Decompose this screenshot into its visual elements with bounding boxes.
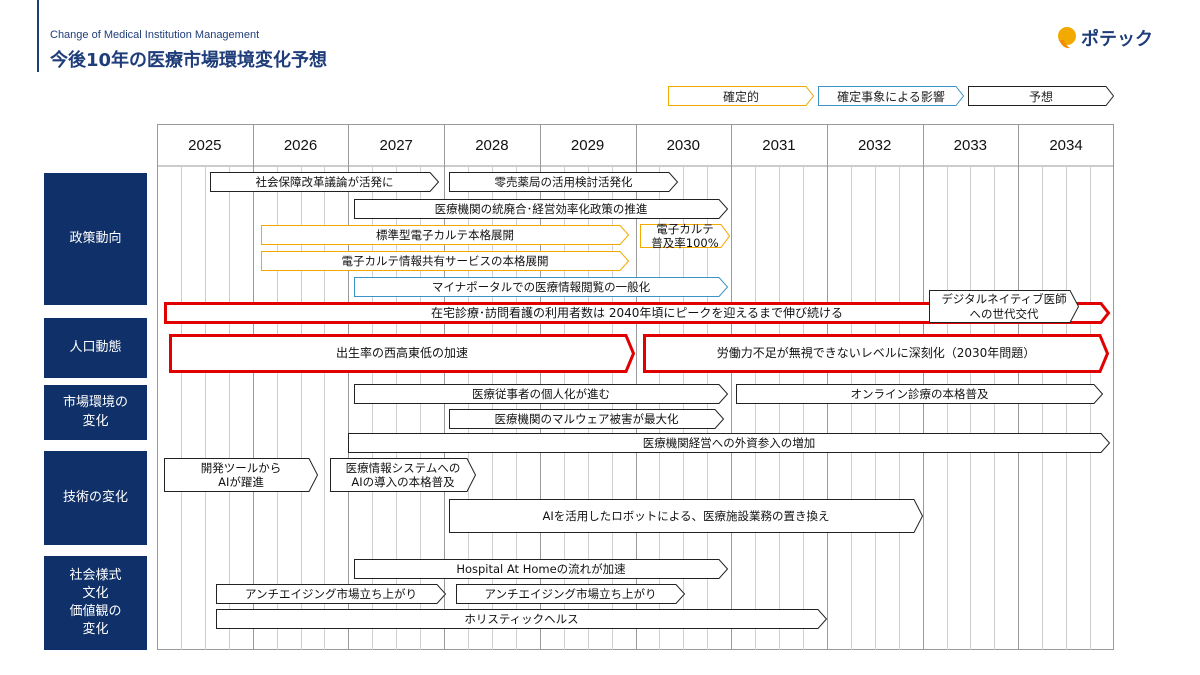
bar-holistic-health: ホリスティックヘルス xyxy=(216,609,828,629)
year-2027: 2027 xyxy=(379,136,413,154)
year-2031: 2031 xyxy=(762,136,796,154)
logo-text: ポテック xyxy=(1081,29,1153,50)
year-2026: 2026 xyxy=(283,136,318,154)
bar-birthrate: 出生率の西高東低の加速 xyxy=(169,334,636,373)
bar-online-care: オンライン診療の本格普及 xyxy=(736,384,1104,404)
category-society: 社会様式 文化 価値観の 変化 xyxy=(44,556,147,650)
bar-foreign-capital: 医療機関経営への外資参入の増加 xyxy=(348,433,1111,453)
bar-ai-dev-tools: 開発ツールから AIが躍進 xyxy=(164,458,319,492)
bar-ehr-adoption: 電子カルテ 普及率100% xyxy=(640,222,731,250)
accent-line xyxy=(37,0,39,72)
category-policy: 政策動向 xyxy=(44,173,147,305)
page-title: 今後10年の医療市場環境変化予想 xyxy=(50,50,328,71)
grid-border xyxy=(157,124,1114,650)
bar-labor-shortage: 労働力不足が無視できないレベルに深刻化（2030年問題） xyxy=(643,334,1110,373)
bar-social-security: 社会保障改革議論が活発に xyxy=(210,172,440,192)
bar-hospital-at-home: Hospital At Homeの流れが加速 xyxy=(354,559,729,579)
year-2032: 2032 xyxy=(857,136,892,154)
year-2033: 2033 xyxy=(953,136,988,154)
bar-malware: 医療機関のマルウェア被害が最大化 xyxy=(449,409,725,429)
bar-anti-aging-1: アンチエイジング市場立ち上がり xyxy=(216,584,447,604)
year-2029: 2029 xyxy=(570,136,605,154)
bar-mynaportal: マイナポータルでの医療情報閲覧の一般化 xyxy=(354,277,729,297)
bar-ai-medical-systems: 医療情報システムへの AIの導入の本格普及 xyxy=(330,458,477,492)
bar-otc-pharmacy: 零売薬局の活用検討活発化 xyxy=(449,172,679,192)
legend-certain-label: 確定的 xyxy=(722,89,759,104)
legend-forecast-label: 予想 xyxy=(1028,89,1053,104)
year-2025: 2025 xyxy=(188,136,222,154)
category-market: 市場環境の 変化 xyxy=(44,385,147,440)
logo-drop-icon xyxy=(1058,27,1076,49)
year-header: 2025 2026 2027 2028 2029 2030 2031 2032 … xyxy=(157,124,1114,166)
logo: ポテック xyxy=(1056,24,1153,52)
bar-digital-native-doctors: デジタルネイティブ医師 への世代交代 xyxy=(929,290,1080,323)
legend-influence-label: 確定事象による影響 xyxy=(837,89,945,104)
category-technology: 技術の変化 xyxy=(44,451,147,545)
bar-ehr-sharing: 電子カルテ情報共有サービスの本格展開 xyxy=(261,251,630,271)
bar-standard-ehr: 標準型電子カルテ本格展開 xyxy=(261,225,630,245)
bar-hospital-consolidation: 医療機関の統廃合･経営効率化政策の推進 xyxy=(354,199,729,219)
page-subtitle: Change of Medical Institution Management xyxy=(50,29,260,41)
bar-anti-aging-2: アンチエイジング市場立ち上がり xyxy=(456,584,686,604)
legend-certain: 確定的 xyxy=(668,86,815,106)
year-2034: 2034 xyxy=(1049,136,1083,154)
bar-ai-robots: AIを活用したロボットによる、医療施設業務の置き換え xyxy=(449,499,924,533)
year-2028: 2028 xyxy=(475,136,509,154)
bar-individualization: 医療従事者の個人化が進む xyxy=(354,384,729,404)
year-2030: 2030 xyxy=(666,136,700,154)
legend-forecast: 予想 xyxy=(968,86,1115,106)
legend-influence: 確定事象による影響 xyxy=(818,86,965,106)
category-population: 人口動態 xyxy=(44,318,147,378)
